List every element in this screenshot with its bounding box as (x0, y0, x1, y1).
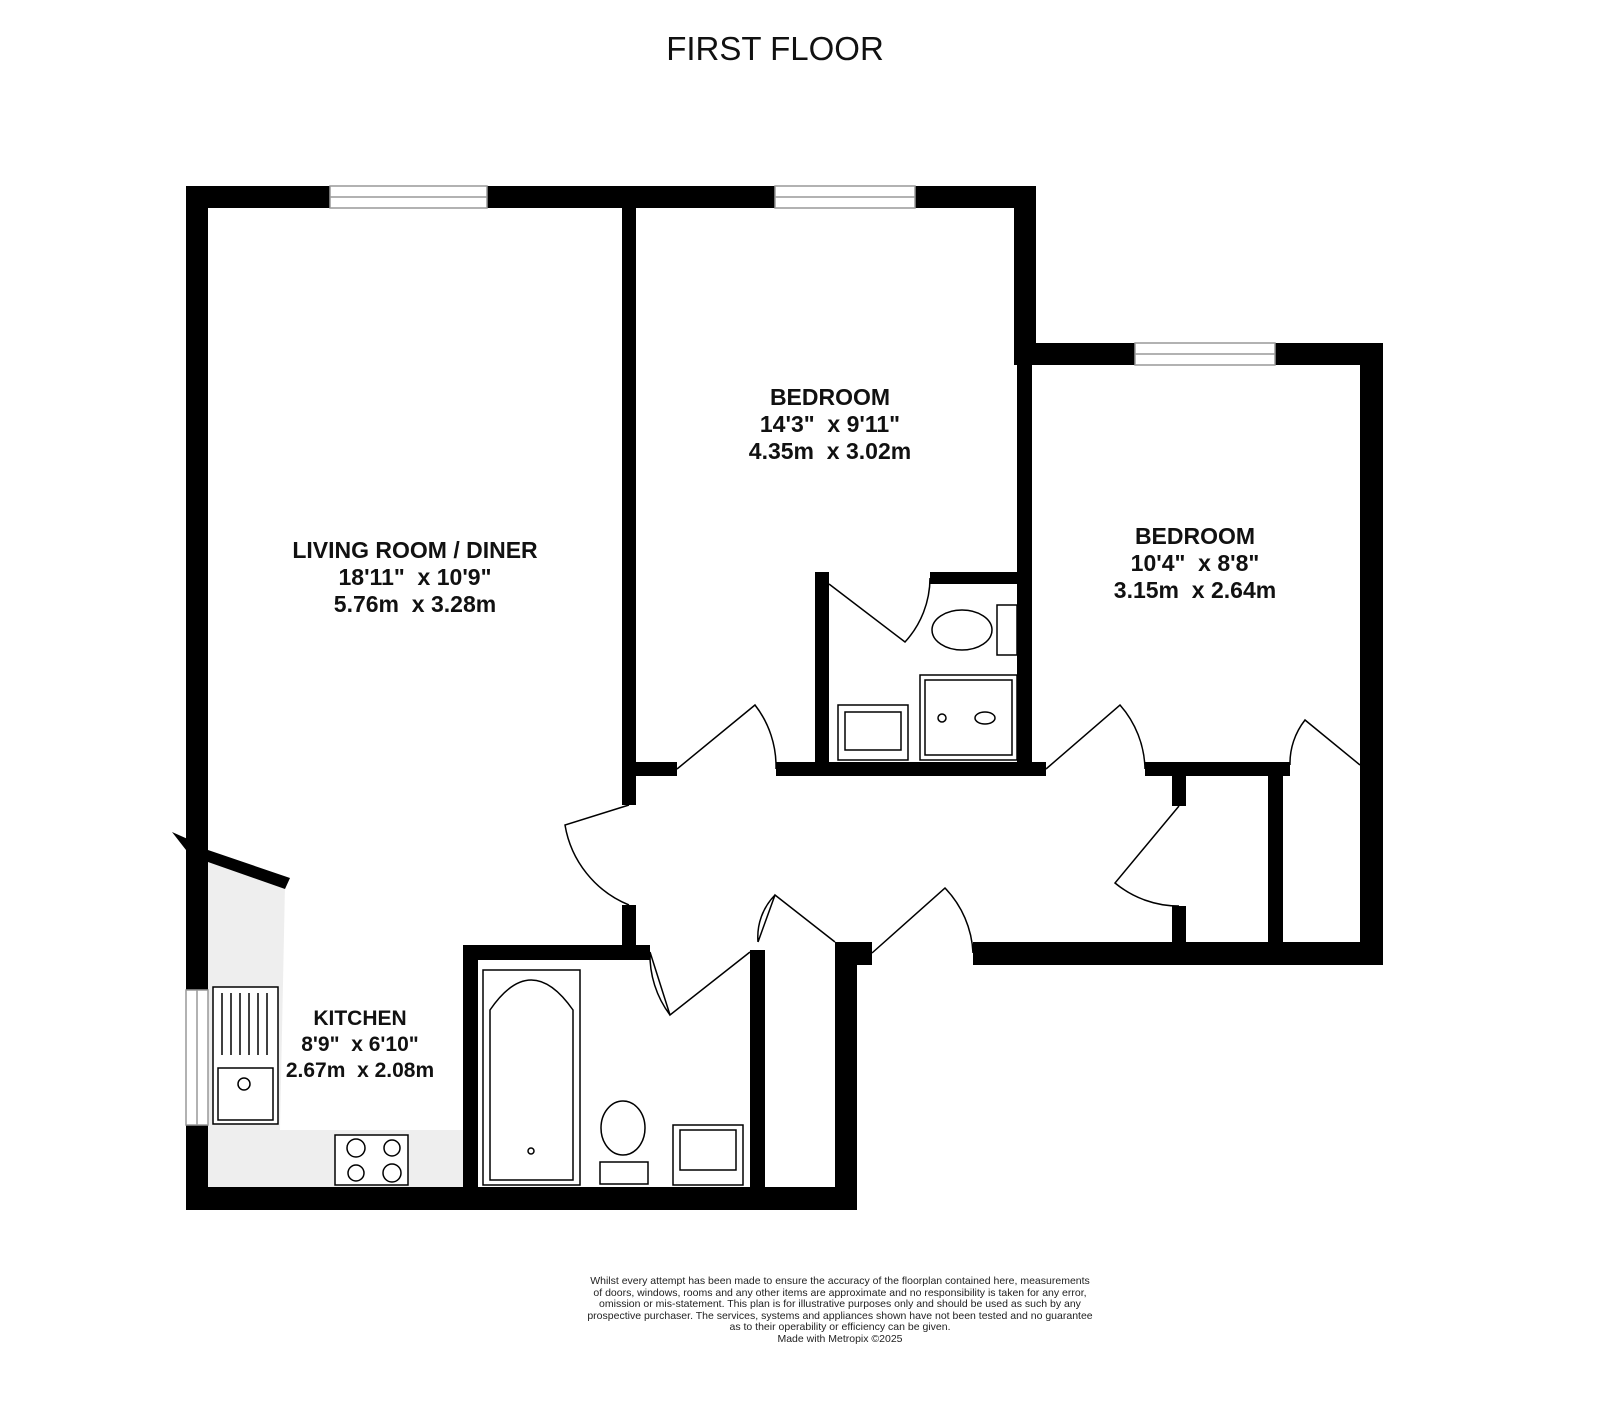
basin-icon (672, 1124, 744, 1186)
disclaimer-line: as to their operability or efficiency ca… (729, 1321, 951, 1333)
disclaimer-line: prospective purchaser. The services, sys… (587, 1309, 1093, 1322)
room-imperial: 10'4" x 8'8" (1130, 550, 1260, 576)
room-metric: 4.35m x 3.02m (748, 438, 912, 464)
room-metric: 2.67m x 2.08m (285, 1059, 435, 1082)
disclaimer-line: Whilst every attempt has been made to en… (590, 1275, 1090, 1287)
toilet-icon (599, 1100, 649, 1185)
room-imperial: 14'3" x 9'11" (759, 411, 901, 437)
credit: Made with Metropix ©2025 (777, 1332, 903, 1345)
room-imperial: 18'11" x 10'9" (338, 564, 492, 590)
ensuite-basin-icon (837, 704, 909, 761)
floor-title: FIRST FLOOR (666, 30, 884, 67)
room-metric: 3.15m x 2.64m (1113, 577, 1277, 603)
room-name: BEDROOM (1134, 523, 1256, 549)
bath-icon (482, 969, 581, 1186)
disclaimer: Whilst every attempt has been made to en… (540, 1275, 1140, 1345)
room-bedroom-2: BEDROOM 10'4" x 8'8" 3.15m x 2.64m (1060, 523, 1330, 604)
sink-icon (212, 986, 279, 1125)
windows (185, 185, 1276, 1126)
room-living-diner: LIVING ROOM / DINER 18'11" x 10'9" 5.76m… (230, 537, 600, 618)
room-name: LIVING ROOM / DINER (292, 537, 538, 563)
room-bedroom-1: BEDROOM 14'3" x 9'11" 4.35m x 3.02m (680, 384, 980, 465)
doors (564, 577, 1361, 1017)
shower-icon (919, 674, 1018, 761)
fixtures (212, 604, 1018, 1186)
room-kitchen: KITCHEN 8'9" x 6'10" 2.67m x 2.08m (260, 1006, 460, 1084)
room-name: BEDROOM (769, 384, 891, 410)
hob-icon (334, 1134, 409, 1186)
ensuite-toilet-icon (931, 604, 1018, 656)
room-name: KITCHEN (313, 1007, 407, 1030)
room-metric: 5.76m x 3.28m (333, 591, 497, 617)
room-imperial: 8'9" x 6'10" (301, 1033, 419, 1056)
disclaimer-line: of doors, windows, rooms and any other i… (593, 1286, 1087, 1299)
disclaimer-line: omission or mis-statement. This plan is … (599, 1298, 1081, 1310)
walls (172, 186, 1383, 1210)
